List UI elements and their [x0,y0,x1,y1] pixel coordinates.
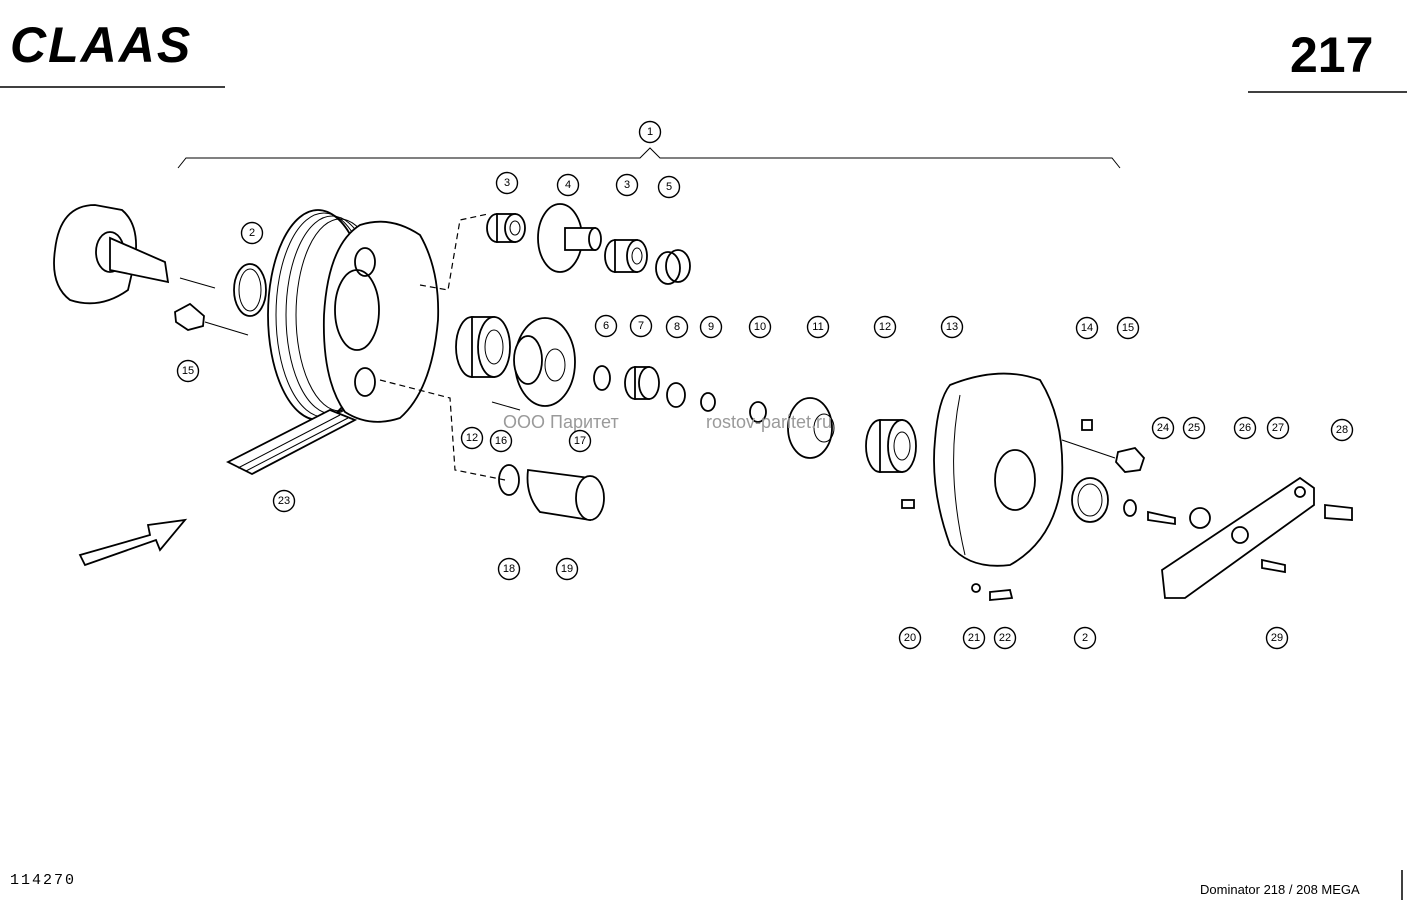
callout-11: 11 [806,315,830,339]
callout-label: 3 [624,179,630,191]
callout-label: 25 [1188,422,1200,434]
callout-label: 17 [574,435,586,447]
callout-26: 26 [1233,416,1257,440]
gear-17 [513,317,576,407]
callout-17: 17 [568,429,592,453]
callout-label: 10 [754,321,766,333]
callout-14: 14 [1075,316,1099,340]
callout-12: 12 [460,426,484,450]
bracket-27 [1161,476,1315,599]
callout-29: 29 [1265,626,1289,650]
callout-label: 9 [708,321,714,333]
callout-label: 26 [1239,422,1251,434]
callout-10: 10 [748,315,772,339]
brand-logo: CLAAS [10,17,192,73]
gear-4 [537,203,602,273]
callout-3: 3 [615,173,639,197]
callout-label: 28 [1336,424,1348,436]
callout-label: 4 [565,179,571,191]
callout-label: 2 [249,227,255,239]
callout-label: 29 [1271,632,1283,644]
callout-label: 12 [466,432,478,444]
callout-20: 20 [898,626,922,650]
callout-label: 8 [674,321,680,333]
callout-25: 25 [1182,416,1206,440]
callout-28: 28 [1330,418,1354,442]
callout-12: 12 [873,315,897,339]
callout-label: 20 [904,632,916,644]
model-label: Dominator 218 / 208 MEGA [1200,882,1360,897]
reference-number: 114270 [10,872,76,889]
arrow-right-icon [78,518,188,567]
callout-4: 4 [556,173,580,197]
callout-24: 24 [1151,416,1175,440]
callout-label: 23 [278,495,290,507]
callout-label: 16 [495,435,507,447]
callout-label: 24 [1157,422,1169,434]
page-number: 217 [1290,27,1373,83]
callout-27: 27 [1266,416,1290,440]
callout-label: 19 [561,563,573,575]
callout-15: 15 [176,359,200,383]
callout-label: 3 [504,177,510,189]
callout-2: 2 [1073,626,1097,650]
callout-label: 14 [1081,322,1093,334]
callout-16: 16 [489,429,513,453]
callout-5: 5 [657,175,681,199]
callout-label: 2 [1082,632,1088,644]
callout-label: 7 [638,320,644,332]
callout-21: 21 [962,626,986,650]
callout-15: 15 [1116,316,1140,340]
header: CLAAS 217 [0,17,1407,93]
callout-18: 18 [497,557,521,581]
callout-label: 1 [647,126,653,138]
callout-22: 22 [993,626,1017,650]
callout-label: 11 [812,321,823,333]
callout-1: 1 [638,120,662,144]
callout-label: 18 [503,563,515,575]
callout-label: 22 [999,632,1011,644]
callout-19: 19 [555,557,579,581]
callout-13: 13 [940,315,964,339]
callout-6: 6 [594,314,618,338]
callout-2: 2 [240,221,264,245]
callout-label: 15 [182,365,194,377]
callout-23: 23 [272,489,296,513]
callout-label: 6 [603,320,609,332]
callout-label: 15 [1122,322,1134,334]
callout-label: 12 [879,321,891,333]
watermark-company: ООО Паритет [503,412,619,432]
callout-7: 7 [629,314,653,338]
pulley [267,209,440,423]
callout-3: 3 [495,171,519,195]
callout-label: 21 [968,632,980,644]
callout-9: 9 [699,315,723,339]
housing-13 [933,372,1064,567]
watermark-site: rostov-paritet.ru [706,412,832,432]
callout-8: 8 [665,315,689,339]
callout-label: 5 [666,181,672,193]
flange-shaft [53,204,216,305]
callout-label: 13 [946,321,958,333]
callout-label: 27 [1272,422,1284,434]
